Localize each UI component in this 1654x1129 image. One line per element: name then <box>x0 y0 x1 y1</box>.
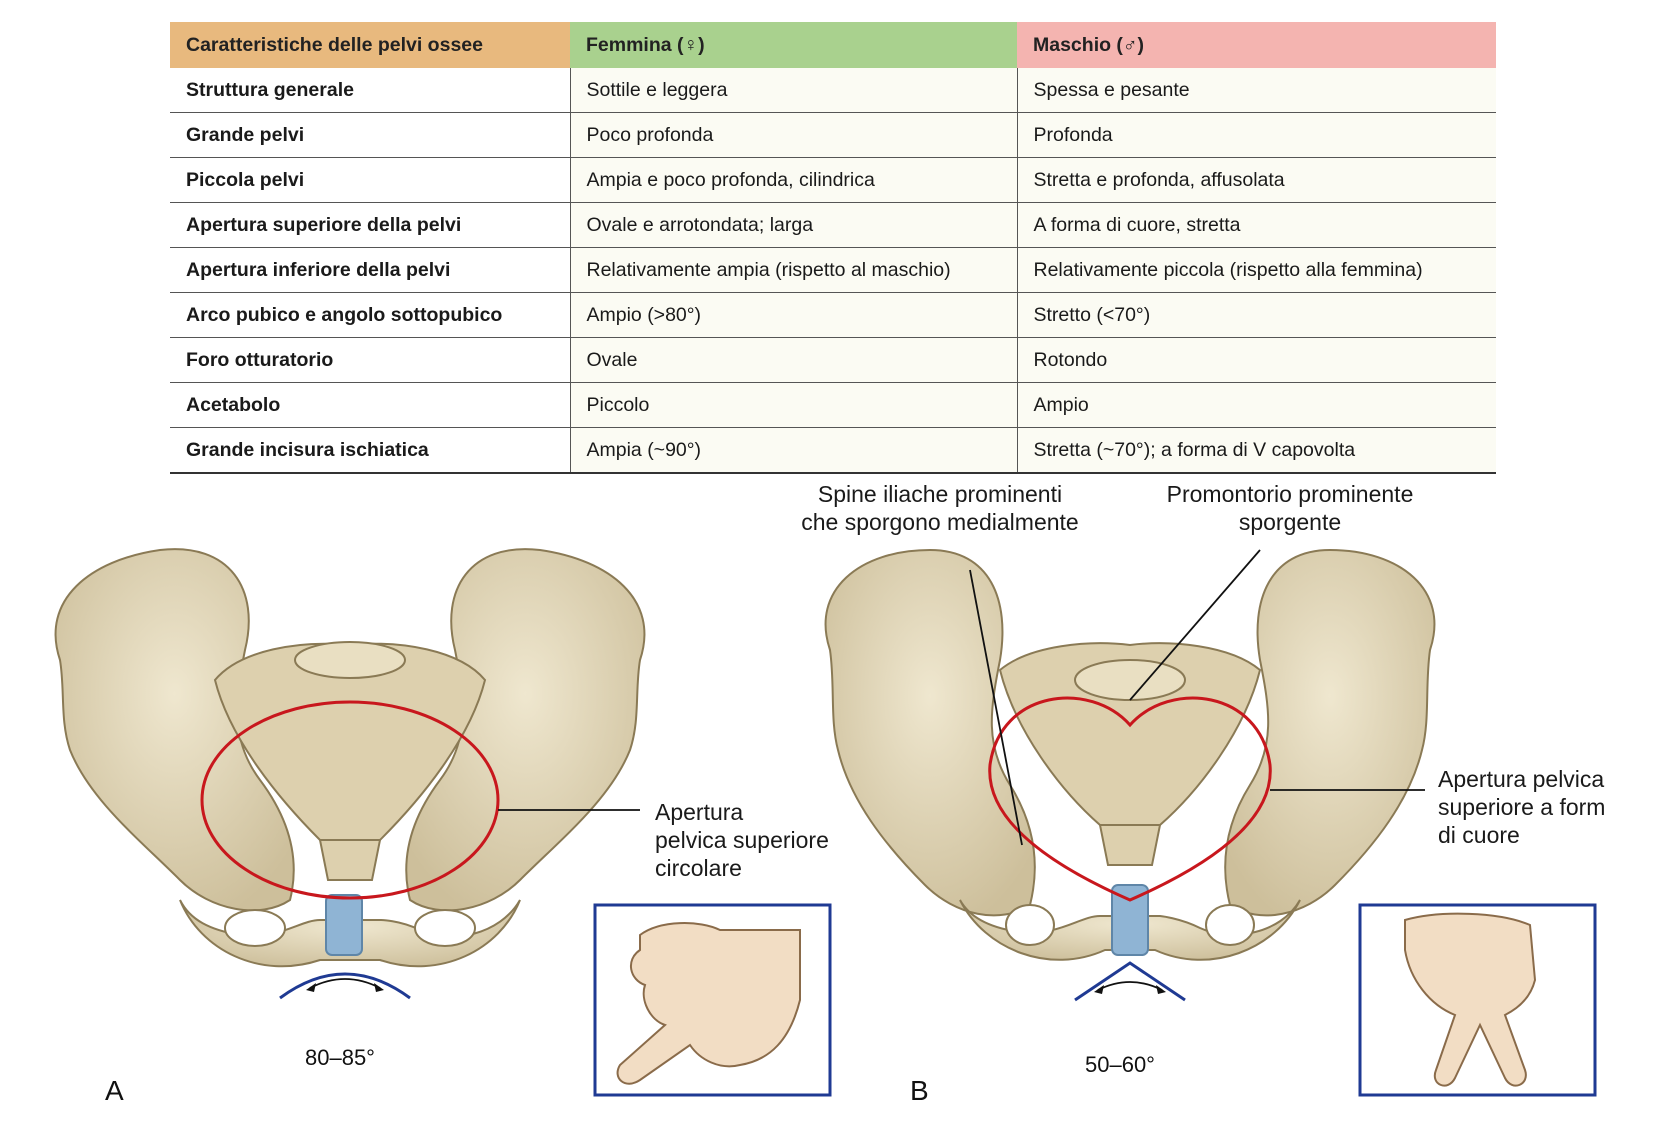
female-pubic-angle-label: 80–85° <box>305 1045 375 1070</box>
male-pubic-symphysis <box>1111 884 1149 956</box>
male-spine-leader <box>969 569 1023 846</box>
male-promontory-label-line-1: Promontorio prominente <box>1166 481 1414 507</box>
header-characteristics: Caratteristiche delle pelvi ossee <box>170 22 570 68</box>
row-female-value: Ampia e poco profonda, cilindrica <box>570 157 1018 203</box>
row-male-value: Ampio <box>1017 382 1496 428</box>
female-sacral-vertebra <box>294 641 406 679</box>
pelvis-comparison-table: Caratteristiche delle pelvi ossee Femmin… <box>170 22 1496 474</box>
female-left-ilium <box>54 548 295 912</box>
row-male-value: A forma di cuore, stretta <box>1017 202 1496 248</box>
female-pubic-symphysis <box>325 894 363 956</box>
row-characteristic: Grande pelvi <box>170 112 571 158</box>
male-pelvis <box>824 548 1436 1002</box>
male-spine-label: Spine iliache prominenti che sporgono me… <box>770 480 1110 536</box>
table-row: Apertura superiore della pelvi Ovale e a… <box>170 202 1496 248</box>
row-female-value: Relativamente ampia (rispetto al maschio… <box>570 247 1018 293</box>
table-row: Piccola pelvi Ampia e poco profonda, cil… <box>170 157 1496 203</box>
female-angle-arrow <box>309 978 381 989</box>
male-hand-icon <box>1404 912 1537 1087</box>
row-characteristic: Acetabolo <box>170 382 571 428</box>
female-inlet-label-line-3: circolare <box>655 855 742 881</box>
table-row: Grande incisura ischiatica Ampia (~90°) … <box>170 427 1496 474</box>
table-row: Arco pubico e angolo sottopubico Ampio (… <box>170 292 1496 338</box>
male-promontory-label: Promontorio prominente sporgente <box>1135 480 1445 536</box>
male-promontory-label-line-2: sporgente <box>1238 509 1342 535</box>
male-inlet-label-line-2: superiore a form <box>1438 794 1606 820</box>
male-promontory-leader <box>1129 549 1261 701</box>
table-row: Acetabolo Piccolo Ampio <box>170 382 1496 428</box>
row-female-value: Ovale e arrotondata; larga <box>570 202 1018 248</box>
row-female-value: Ampia (~90°) <box>570 427 1018 474</box>
female-angle-arrowhead-left <box>306 983 316 992</box>
row-male-value: Stretto (<70°) <box>1017 292 1496 338</box>
male-inlet-label-line-1: Apertura pelvica <box>1438 766 1605 792</box>
male-inlet-outline <box>988 696 1272 902</box>
row-female-value: Sottile e leggera <box>570 68 1018 113</box>
male-left-obturator <box>1005 904 1055 946</box>
row-characteristic: Foro otturatorio <box>170 337 571 383</box>
female-inlet-label: Apertura pelvica superiore circolare <box>655 798 829 882</box>
female-inlet-label-line-1: Apertura <box>655 799 744 825</box>
row-female-value: Ovale <box>570 337 1018 383</box>
female-hand-inset <box>593 903 832 1097</box>
row-female-value: Ampio (>80°) <box>570 292 1018 338</box>
female-sacrum <box>213 642 487 841</box>
pelvis-drawings <box>54 548 1597 1097</box>
table-row: Grande pelvi Poco profonda Profonda <box>170 112 1496 158</box>
male-inlet-label: Apertura pelvica superiore a form di cuo… <box>1438 765 1605 849</box>
male-spine-label-line-1: Spine iliache prominenti <box>817 481 1063 507</box>
male-left-ilium <box>824 548 1036 917</box>
table-row: Apertura inferiore della pelvi Relativam… <box>170 247 1496 293</box>
female-angle-arrowhead-right <box>374 983 384 992</box>
row-characteristic: Piccola pelvi <box>170 157 571 203</box>
male-pubic-arc <box>1074 961 1186 1002</box>
header-male: Maschio (♂) <box>1017 22 1496 68</box>
panel-a-letter: A <box>105 1075 124 1106</box>
male-hand-inset <box>1358 903 1597 1097</box>
row-characteristic: Grande incisura ischiatica <box>170 427 571 474</box>
female-inlet-outline <box>200 700 500 900</box>
female-pubic-arc <box>279 972 411 1000</box>
row-male-value: Spessa e pesante <box>1017 68 1496 113</box>
male-sacral-vertebra <box>1074 659 1186 701</box>
male-spine-label-line-2: che sporgono medialmente <box>801 509 1079 535</box>
female-coccyx <box>318 839 382 881</box>
female-right-ilium <box>405 548 646 912</box>
row-characteristic: Struttura generale <box>170 68 571 113</box>
female-right-obturator <box>414 909 476 947</box>
row-female-value: Piccolo <box>570 382 1018 428</box>
row-characteristic: Arco pubico e angolo sottopubico <box>170 292 571 338</box>
row-male-value: Rotondo <box>1017 337 1496 383</box>
row-characteristic: Apertura superiore della pelvi <box>170 202 571 248</box>
row-characteristic: Apertura inferiore della pelvi <box>170 247 571 293</box>
male-angle-arrow <box>1097 981 1163 991</box>
female-hand-icon <box>616 922 801 1085</box>
male-angle-arrowhead-left <box>1094 985 1104 994</box>
table-row: Foro otturatorio Ovale Rotondo <box>170 337 1496 383</box>
comparison-table-container: Caratteristiche delle pelvi ossee Femmin… <box>170 22 1496 474</box>
male-pubic-angle-label: 50–60° <box>1085 1052 1155 1077</box>
header-female: Femmina (♀) <box>570 22 1017 68</box>
panel-b-letter: B <box>910 1075 929 1106</box>
male-angle-arrowhead-right <box>1156 985 1166 994</box>
row-male-value: Profonda <box>1017 112 1496 158</box>
row-male-value: Stretta e profonda, affusolata <box>1017 157 1496 203</box>
table-row: Struttura generale Sottile e leggera Spe… <box>170 68 1496 113</box>
female-left-obturator <box>224 909 286 947</box>
female-pelvis <box>54 548 646 1000</box>
row-male-value: Relativamente piccola (rispetto alla fem… <box>1017 247 1496 293</box>
row-female-value: Poco profonda <box>570 112 1018 158</box>
male-right-obturator <box>1205 904 1255 946</box>
male-right-ilium <box>1224 548 1436 917</box>
female-inlet-label-line-2: pelvica superiore <box>655 827 829 853</box>
table-header-row: Caratteristiche delle pelvi ossee Femmin… <box>170 22 1496 68</box>
male-sacrum <box>998 642 1262 826</box>
male-coccyx <box>1098 824 1162 866</box>
pelvis-illustration: Apertura pelvica superiore circolare 80–… <box>0 480 1654 1129</box>
row-male-value: Stretta (~70°); a forma di V capovolta <box>1017 427 1496 474</box>
male-inlet-label-line-3: di cuore <box>1438 822 1520 848</box>
